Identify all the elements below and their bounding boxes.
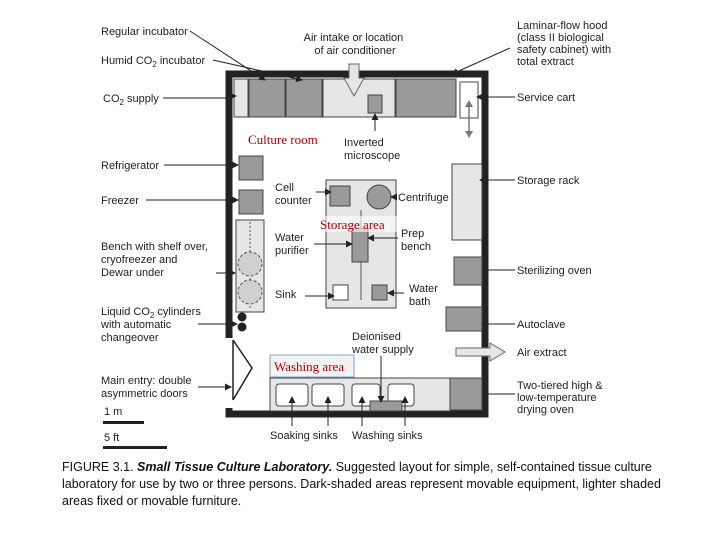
air-intake-arrow	[343, 63, 365, 98]
label-water-purifier: Water purifier	[275, 232, 309, 257]
label-liquid-co2-cylinders: Liquid CO2 cylinders with automatic chan…	[100, 306, 204, 344]
cryofreezer	[237, 251, 263, 277]
lab-floor-plan: Regular incubator Humid CO2 incubator CO…	[100, 20, 614, 449]
cell-counter	[329, 185, 351, 207]
sterilizing-oven	[453, 256, 483, 286]
label-regular-incubator: Regular incubator	[101, 26, 188, 38]
inverted-microscope	[367, 94, 383, 114]
water-purifier	[351, 227, 369, 263]
co2-cylinder	[237, 322, 247, 332]
area-label-storage-area: Storage area	[320, 217, 385, 232]
storage-rack	[451, 163, 483, 241]
label-bench: Bench with shelf over, cryofreezer and D…	[101, 241, 211, 279]
label-inverted-microscope: Inverted microscope	[344, 137, 400, 162]
freezer	[238, 189, 264, 215]
autoclave	[445, 306, 483, 332]
caption-text: Suggested layout for simple, self-contai…	[62, 460, 661, 508]
humid-co2-incubator	[285, 78, 323, 118]
label-deionised-water: Deionised water supply	[351, 331, 414, 356]
co2-supply-bench	[233, 78, 249, 118]
area-label-culture-room: Culture room	[248, 132, 318, 147]
caption-figure-number: FIGURE 3.1.	[62, 460, 134, 474]
label-storage-rack: Storage rack	[517, 175, 580, 187]
caption-title: Small Tissue Culture Laboratory.	[137, 460, 333, 474]
label-sink: Sink	[275, 289, 297, 301]
label-drying-oven: Two-tiered high & low-temperature drying…	[517, 380, 606, 416]
scale-label-5ft: 5 ft	[104, 432, 119, 444]
label-sterilizing-oven: Sterilizing oven	[517, 265, 592, 277]
label-autoclave: Autoclave	[517, 319, 565, 331]
door-opening	[224, 338, 233, 408]
label-co2-supply: CO2 supply	[103, 93, 159, 107]
deionised-water-unit	[369, 400, 403, 412]
centrifuge	[366, 184, 392, 210]
label-cell-counter: Cell counter	[275, 182, 312, 207]
air-extract-arrow	[455, 342, 506, 362]
sink	[332, 284, 349, 301]
scale-label-1m: 1 m	[104, 406, 122, 418]
dewar	[237, 279, 263, 305]
label-soaking-sinks: Soaking sinks	[270, 430, 338, 442]
label-prep-bench: Prep bench	[401, 228, 431, 253]
refrigerator	[238, 155, 264, 181]
laminar-flow-hood	[395, 78, 457, 118]
label-laminar-flow-hood: Laminar-flow hood (class II biological s…	[517, 20, 614, 68]
washing-area-label-box	[269, 354, 355, 378]
area-label-washing-area: Washing area	[274, 359, 344, 374]
label-main-entry: Main entry: double asymmetric doors	[101, 375, 195, 400]
regular-incubator	[248, 78, 286, 118]
figure-caption: FIGURE 3.1. Small Tissue Culture Laborat…	[62, 459, 662, 510]
label-service-cart: Service cart	[517, 92, 575, 104]
entry-doors	[232, 339, 253, 401]
label-refrigerator: Refrigerator	[101, 160, 159, 172]
co2-cylinder	[237, 312, 247, 322]
water-bath	[371, 284, 388, 301]
label-water-bath: Water bath	[409, 283, 441, 308]
label-air-extract: Air extract	[517, 347, 567, 359]
scale-bar-5ft	[103, 446, 167, 449]
label-washing-sinks: Washing sinks	[352, 430, 423, 442]
drying-oven	[449, 377, 483, 411]
label-humid-co2-incubator: Humid CO2 incubator	[101, 55, 205, 69]
label-centrifuge: Centrifuge	[398, 192, 449, 204]
label-air-intake: Air intake or location of air conditione…	[304, 32, 407, 57]
storage-area-label-box	[319, 216, 398, 232]
label-freezer: Freezer	[101, 195, 139, 207]
scale-bar-1m	[103, 421, 144, 424]
